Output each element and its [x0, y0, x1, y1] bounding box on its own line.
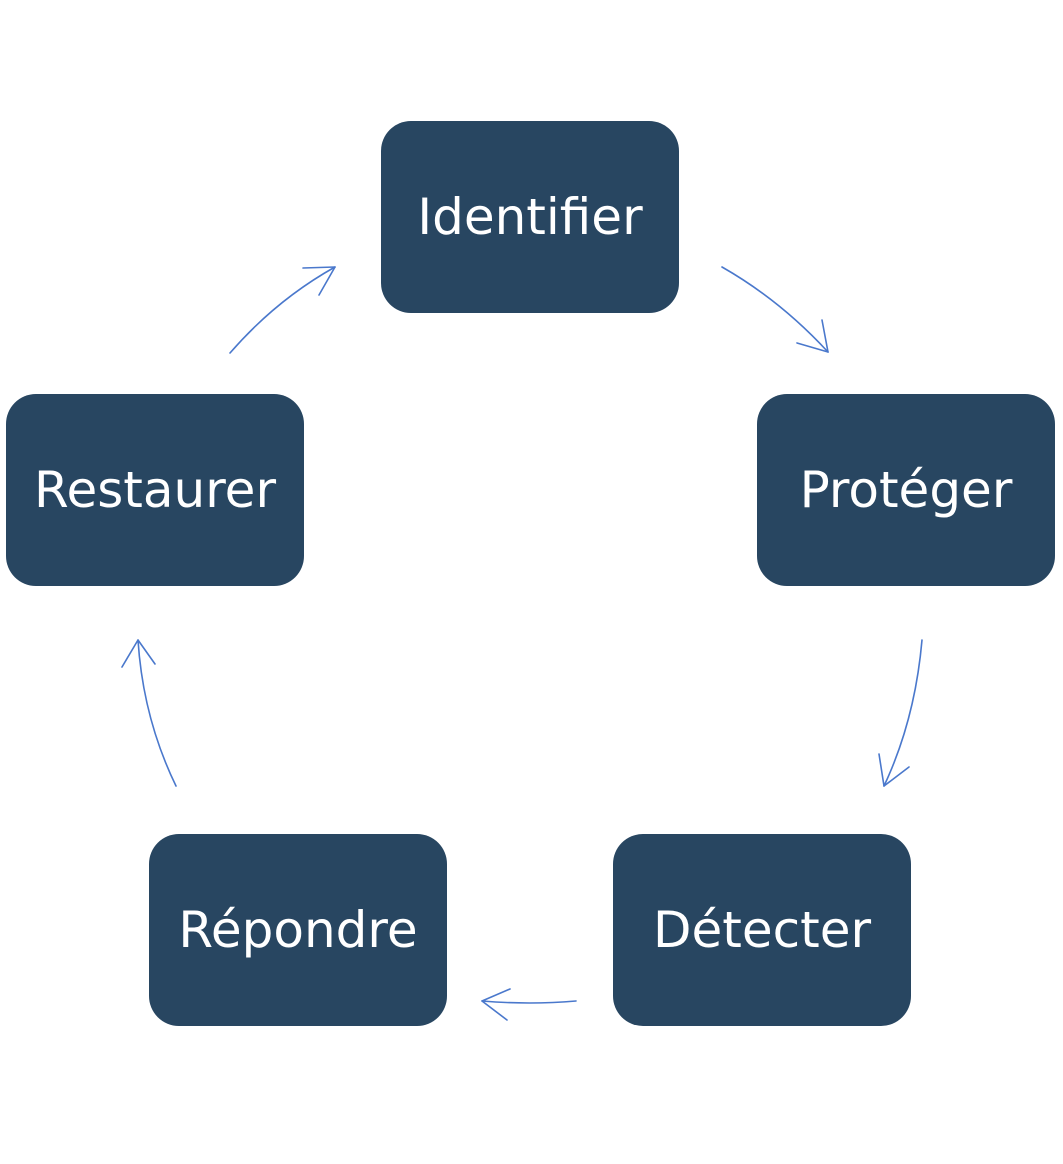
node-identifier: Identifier — [381, 121, 679, 313]
arrow-identifier-to-proteger — [721, 266, 829, 353]
node-proteger-label: Protéger — [799, 461, 1013, 519]
arrow-detecter-to-repondre — [481, 988, 577, 1021]
arrow-proteger-to-detecter — [878, 639, 923, 787]
node-restaurer-label: Restaurer — [33, 461, 277, 519]
arrow-restaurer-to-identifier — [229, 266, 336, 354]
node-repondre: Répondre — [149, 834, 447, 1026]
node-proteger: Protéger — [757, 394, 1055, 586]
node-detecter: Détecter — [613, 834, 911, 1026]
node-restaurer: Restaurer — [6, 394, 304, 586]
arrow-repondre-to-restaurer — [121, 639, 177, 787]
node-identifier-label: Identifier — [417, 188, 643, 246]
node-detecter-label: Détecter — [652, 901, 872, 959]
node-repondre-label: Répondre — [178, 901, 418, 959]
